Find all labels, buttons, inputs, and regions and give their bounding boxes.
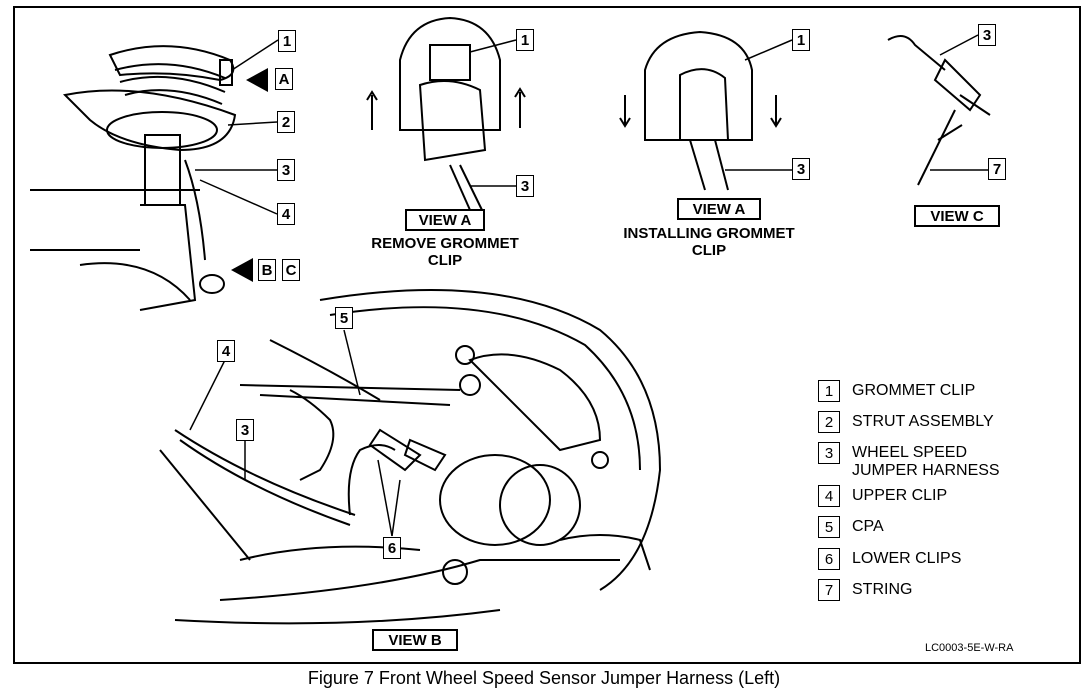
legend-number: 5 [818,516,840,538]
view-a-remove-label: VIEW A [405,209,485,231]
legend-label: STRING [852,581,913,598]
callout-6-viewb: 6 [383,537,401,559]
caption-line: CLIP [427,252,463,269]
view-a-remove-caption: REMOVE GROMMET CLIP [355,235,535,269]
strut-overview-drawing [30,45,237,311]
legend-number: 7 [818,579,840,601]
callout-4-overview: 4 [277,203,295,225]
callout-3-install: 3 [792,158,810,180]
figure-frame [13,6,1081,664]
arrow-tag-c: C [282,259,300,281]
leader-lines [189,34,988,537]
arrow-tag-a: A [275,68,293,90]
legend-label: STRUT ASSEMBLY [852,413,994,430]
callout-1-overview: 1 [278,30,296,52]
view-a-install-caption: INSTALLING GROMMET CLIP [605,225,813,259]
legend-label: LOWER CLIPS [852,550,962,567]
caption-line: INSTALLING GROMMET [623,225,795,242]
remove-grommet-drawing [366,16,526,211]
direction-arrows [231,68,268,282]
legend-number: 2 [818,411,840,433]
callout-3-viewc: 3 [978,24,996,46]
callout-3-remove: 3 [516,175,534,197]
install-grommet-drawing [619,30,782,191]
caption-line: REMOVE GROMMET [371,235,519,252]
callout-7-viewc: 7 [988,158,1006,180]
callout-5-viewb: 5 [335,307,353,329]
callout-1-remove: 1 [516,29,534,51]
legend-number: 1 [818,380,840,402]
callout-1-install: 1 [792,29,810,51]
legend-number: 4 [818,485,840,507]
view-a-install-label: VIEW A [677,198,761,220]
legend-number: 6 [818,548,840,570]
arrow-tag-b: B [258,259,276,281]
legend-label: CPA [852,518,884,535]
legend-number: 3 [818,442,840,464]
figure-title: Figure 7 Front Wheel Speed Sensor Jumper… [307,668,781,688]
view-c-label: VIEW C [914,205,1000,227]
view-b-label: VIEW B [372,629,458,651]
view-c-drawing [887,35,991,186]
figure-code: LC0003-5E-W-RA [925,642,1014,654]
legend-label: GROMMET CLIP [852,382,976,399]
view-b-drawing [159,289,662,625]
legend-label-line2: JUMPER HARNESS [852,462,1000,479]
legend-label: UPPER CLIP [852,487,948,504]
callout-3-viewb: 3 [236,419,254,441]
callout-3-overview: 3 [277,159,295,181]
legend-label: WHEEL SPEED [852,444,967,461]
caption-line: CLIP [691,242,727,259]
callout-2-overview: 2 [277,111,295,133]
callout-4-viewb: 4 [217,340,235,362]
